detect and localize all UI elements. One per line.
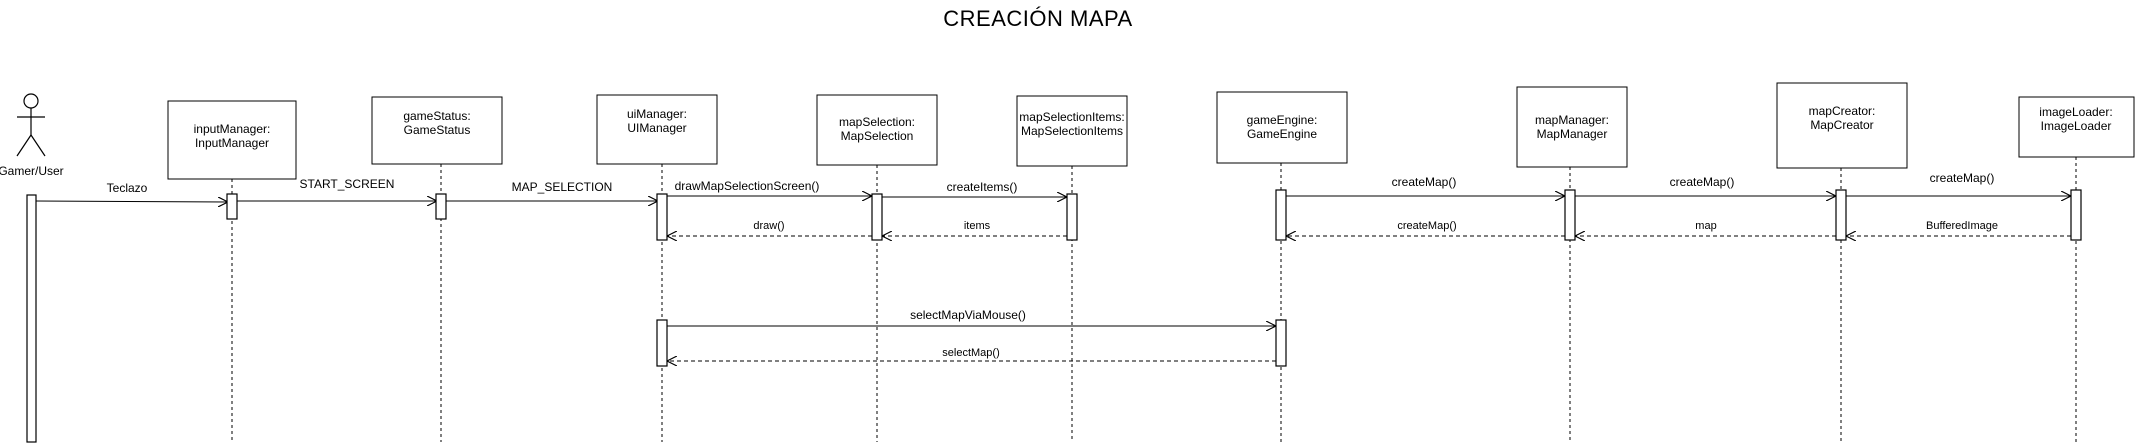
message-m14[interactable]: selectMapViaMouse() [667,308,1276,326]
message-m1[interactable]: Teclazo [35,181,228,202]
message-label: items [964,220,991,232]
participant-box-input [167,100,297,180]
actor-activation-bar [26,194,37,443]
message-m6[interactable]: items [882,220,1067,236]
participant-ui[interactable]: uiManager: UIManager [596,94,718,442]
activation-loader [2070,189,2082,241]
participant-mapmgr[interactable]: mapManager: MapManager [1516,86,1628,442]
message-label: BufferedImage [1926,220,1998,232]
participant-items[interactable]: mapSelectionItems: MapSelectionItems [1016,95,1128,442]
message-m5[interactable]: createItems() [882,180,1067,197]
message-m9[interactable]: createMap() [1575,175,1836,196]
participant-class: MapCreator [1810,118,1873,132]
participant-name: gameStatus: [403,109,470,123]
actor-stick-figure-icon [16,93,46,157]
message-label: selectMap() [942,347,999,359]
message-m10[interactable]: createMap() [1846,171,2071,196]
message-m8[interactable]: createMap() [1286,175,1565,196]
actor-gamer-user[interactable]: Gamer/User [0,93,64,443]
activation-bars [226,189,2082,367]
participant-name: imageLoader: [2039,105,2112,119]
participant-box-status [371,96,503,165]
participant-box-creator [1776,82,1908,169]
participant-class: ImageLoader [2041,119,2112,133]
message-m4[interactable]: drawMapSelectionScreen() [667,179,872,196]
activation-ui-2 [656,319,668,367]
activation-engine-1 [1275,189,1287,241]
activation-ui-1 [656,193,668,241]
activation-mapmgr [1564,189,1576,241]
message-label: START_SCREEN [300,177,395,191]
participant-name: mapManager: [1535,113,1609,127]
message-m7[interactable]: draw() [667,220,872,236]
activation-input [226,193,238,220]
participant-name: uiManager: [627,107,687,121]
message-m3[interactable]: MAP_SELECTION [445,180,658,201]
message-label: createMap() [1397,220,1456,232]
participant-class: MapManager [1537,127,1608,141]
message-m2[interactable]: START_SCREEN [236,177,437,201]
message-label: map [1695,220,1716,232]
activation-status [435,193,447,220]
participant-mapsel[interactable]: mapSelection: MapSelection [816,94,938,442]
activation-creator [1835,189,1847,241]
call-arrow [35,201,228,202]
message-label: createItems() [947,180,1018,194]
message-label: draw() [753,220,784,232]
participant-name: gameEngine: [1247,113,1318,127]
participant-box-engine [1216,91,1348,164]
participant-input[interactable]: inputManager: InputManager [167,100,297,442]
participant-class: MapSelection [841,129,914,143]
actor-label: Gamer/User [0,164,64,178]
message-label: createMap() [1392,175,1457,189]
activation-mapsel [871,193,883,241]
diagram-title: CREACIÓN MAPA [943,6,1133,31]
participant-box-mapmgr [1516,86,1628,168]
participant-creator[interactable]: mapCreator: MapCreator [1776,82,1908,442]
message-label: createMap() [1930,171,1995,185]
participant-name: inputManager: [194,122,271,136]
participant-box-ui [596,94,718,165]
participant-box-loader [2018,96,2135,158]
message-m15[interactable]: selectMap() [667,347,1276,361]
message-m12[interactable]: map [1575,220,1836,236]
activation-items [1066,193,1078,241]
participant-name: mapSelectionItems: [1019,110,1124,124]
message-label: drawMapSelectionScreen() [675,179,820,193]
participant-class: GameEngine [1247,127,1317,141]
participant-class: InputManager [195,136,269,150]
participant-box-mapsel [816,94,938,166]
activation-engine-2 [1275,319,1287,367]
participant-engine[interactable]: gameEngine: GameEngine [1216,91,1348,442]
participant-class: MapSelectionItems [1021,124,1123,138]
participant-class: UIManager [627,121,686,135]
participant-name: mapCreator: [1809,104,1876,118]
message-m13[interactable]: createMap() [1286,220,1565,236]
participant-class: GameStatus [404,123,471,137]
participant-status[interactable]: gameStatus: GameStatus [371,96,503,442]
message-label: MAP_SELECTION [512,180,613,194]
message-label: createMap() [1670,175,1735,189]
message-m11[interactable]: BufferedImage [1846,220,2071,236]
participant-loader[interactable]: imageLoader: ImageLoader [2018,96,2135,442]
message-label: selectMapViaMouse() [910,308,1026,322]
participant-box-items [1016,95,1128,167]
message-label: Teclazo [107,181,148,195]
participant-name: mapSelection: [839,115,915,129]
